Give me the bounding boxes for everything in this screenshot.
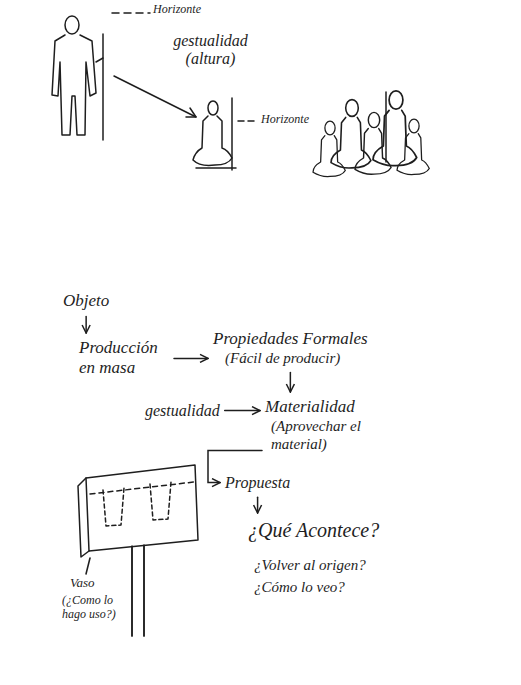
sketch-note: ¿Qué Acontece? ¿Volver al origen? ¿Cómo lo…: [245, 515, 382, 599]
sketch-note: gestualidad: [142, 398, 223, 423]
sketch-note: Propiedades Formales(Fácil de producir): [210, 326, 371, 370]
standing-figure: [52, 16, 103, 140]
figure-body: [193, 116, 232, 165]
flow-arrow: [257, 497, 259, 513]
leader-line: [86, 558, 90, 574]
sketch-note: Materialidad(Aprovechar el material): [262, 394, 392, 456]
sketch-note: Producción en masa: [76, 335, 172, 382]
note-heading: Propuesta: [225, 473, 290, 492]
note-heading: gestualidad: [145, 401, 220, 420]
seated-figure: [193, 98, 236, 170]
note-heading: Producción en masa: [79, 338, 169, 379]
flow-arrow: [225, 410, 260, 412]
note-heading: Propiedades Formales: [213, 329, 368, 349]
sketch-label: Horizonte: [261, 113, 309, 127]
note-body: (Aprovechar el material): [265, 417, 389, 453]
base-line: [196, 167, 236, 169]
sketch-note: Objeto: [60, 288, 112, 314]
figure-head: [65, 16, 79, 34]
seated-group: [313, 91, 429, 177]
sketch-label: gestualidad (altura): [163, 32, 258, 69]
sketch-label: Vaso: [70, 576, 95, 591]
note-body: ¿Volver al origen?: [248, 556, 379, 574]
sketch-arrow: [114, 76, 196, 117]
staff-line: [385, 92, 387, 162]
flow-arrow: [290, 372, 292, 392]
sketch-label: (¿Como lo hago uso?): [62, 594, 136, 622]
flow-arrow: [174, 358, 208, 360]
figure-body: [52, 35, 96, 135]
note-heading: Materialidad: [265, 397, 389, 417]
staff-line: [231, 98, 233, 170]
flow-arrow: [85, 316, 87, 333]
sketch-arrow-head: [186, 108, 196, 117]
staff-line: [102, 34, 104, 140]
figure-head: [208, 101, 218, 115]
sketch-label: Horizonte: [153, 3, 201, 17]
note-body: (Fácil de producir): [213, 349, 368, 367]
horizon-dash: [112, 12, 150, 14]
sketch-note: Propuesta: [222, 470, 293, 495]
hand-line: [96, 58, 103, 62]
note-heading: Objeto: [63, 291, 109, 311]
horizon-dash: [238, 120, 258, 122]
note-body: ¿Cómo lo veo?: [248, 578, 379, 596]
note-heading: ¿Qué Acontece?: [248, 518, 379, 542]
